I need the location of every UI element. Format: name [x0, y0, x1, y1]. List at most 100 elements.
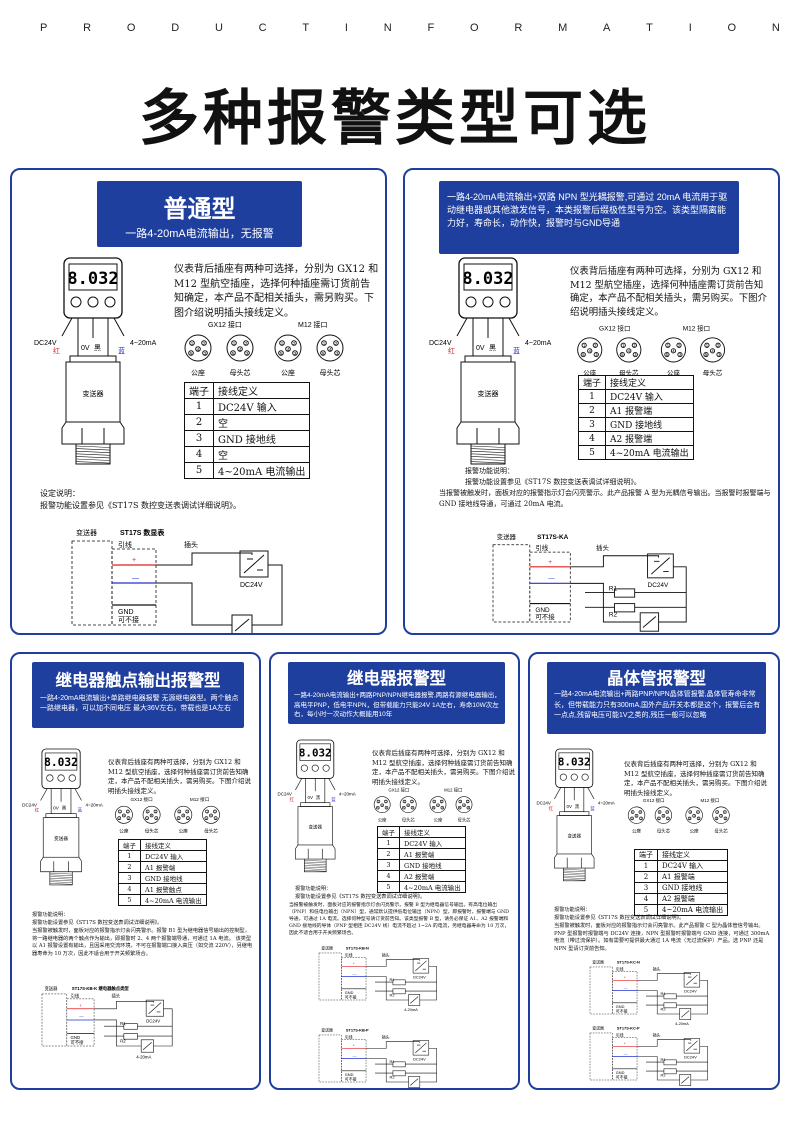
optional-label: 可不接 — [118, 615, 139, 624]
dc-symbol — [650, 557, 670, 575]
pin — [581, 342, 587, 348]
definition-cell: 接线定义 — [656, 849, 729, 861]
terminal-cell: 3 — [634, 882, 658, 894]
terminal-cell: 5 — [184, 462, 214, 479]
meter-label: ST17S-KB-P — [346, 1028, 369, 1033]
pin — [696, 816, 701, 821]
pin — [677, 351, 683, 358]
terminal-cell: 1 — [118, 850, 141, 862]
pin — [145, 809, 150, 814]
definition-cell: 空 — [212, 414, 311, 431]
red-label: 红 — [35, 807, 40, 813]
pin — [632, 351, 638, 358]
definition-cell: 空 — [212, 446, 311, 463]
pin — [327, 346, 333, 352]
body — [42, 817, 80, 858]
pin — [291, 340, 297, 346]
definition-cell: 4~20mA 电流输出 — [212, 462, 311, 479]
thread-line — [563, 877, 586, 879]
alarm-description: 当报警被触发时，面板对应的报警指示灯会闪亮警示。此产品报警 C 型为晶体管信号输… — [554, 923, 770, 952]
supply-plus — [570, 555, 660, 568]
banner-letter: R — [83, 22, 92, 34]
r1-label: R1 — [661, 991, 666, 996]
thread-line — [75, 450, 111, 453]
thread-line — [49, 879, 73, 882]
pin — [436, 803, 440, 807]
banner-letter: P — [40, 22, 48, 34]
pin — [117, 816, 122, 820]
meter-label: ST17S-KB-K 继电器触点类型 — [72, 985, 130, 992]
minus-sign: — — [548, 576, 555, 583]
pin-number: 2 — [640, 810, 642, 814]
thread-line — [49, 883, 73, 885]
pin — [189, 340, 195, 346]
dc-supply-box — [412, 958, 430, 974]
collar — [69, 355, 117, 363]
m12-male — [429, 796, 447, 813]
gx12-label: GX12 接口 — [388, 787, 409, 794]
blue-label: 蓝 — [590, 805, 595, 811]
terminal-cell: 4 — [184, 446, 214, 463]
thread-line — [470, 458, 506, 461]
dc24v-label: DC24V — [240, 582, 263, 589]
zero-v-label: 0V — [53, 806, 60, 811]
definition-cell: A1 报警端 — [605, 403, 694, 418]
meter-screen — [44, 752, 78, 771]
panel-title: 普通型 — [163, 195, 236, 223]
pin — [580, 351, 586, 358]
setting-note-title: 设定说明： — [40, 489, 80, 498]
lead-label: 引线 — [71, 993, 80, 1000]
pin-number: 1 — [191, 341, 194, 346]
pin-number: 3 — [698, 817, 700, 821]
plus-sign: + — [132, 557, 136, 564]
relay-wires — [585, 592, 687, 608]
pin — [188, 350, 194, 356]
terminal-cell: 端子 — [184, 382, 214, 399]
plus-sign: + — [353, 961, 356, 966]
collar — [559, 811, 590, 816]
collar — [45, 813, 77, 818]
thread-line — [75, 456, 111, 459]
thread-line — [75, 453, 111, 456]
pin — [213, 816, 218, 820]
black-label: 黑 — [94, 344, 101, 352]
pin — [704, 342, 710, 348]
black-label: 黑 — [575, 804, 580, 810]
gnd-label: GND — [616, 1070, 625, 1075]
thread-line — [470, 448, 506, 451]
pin-number: 3 — [246, 351, 249, 356]
transmitter-label: 变送器 — [44, 985, 58, 992]
thread-line — [470, 456, 506, 459]
pin-number: 5 — [705, 352, 708, 357]
pin — [587, 348, 593, 354]
pin-number: 4 — [463, 803, 465, 807]
female-label: 母头芯 — [145, 828, 159, 835]
pin — [237, 346, 243, 352]
r1-label: R1 — [609, 586, 618, 593]
zero-v-label: 0V — [476, 345, 485, 352]
pin — [402, 805, 406, 810]
gx12-label: GX12 接口 — [208, 320, 242, 329]
m12-male — [660, 337, 686, 363]
button-left — [465, 296, 477, 308]
pin — [230, 350, 236, 356]
pin — [431, 805, 436, 810]
lead-box — [341, 957, 367, 1001]
pin-number: 3 — [155, 816, 157, 820]
pin — [243, 340, 249, 346]
female-label: 母头芯 — [402, 816, 416, 823]
transmitter-box — [71, 540, 113, 626]
supply-minus — [637, 990, 680, 1015]
m12-male — [274, 334, 302, 362]
zero-v-label: 0V — [81, 345, 90, 352]
banner-letter: N — [383, 22, 392, 34]
pin — [716, 351, 722, 358]
pin — [457, 805, 462, 810]
banner-letter: D — [171, 22, 180, 34]
banner-letter: R — [514, 22, 523, 34]
definition-cell: A1 报警端 — [399, 848, 466, 860]
